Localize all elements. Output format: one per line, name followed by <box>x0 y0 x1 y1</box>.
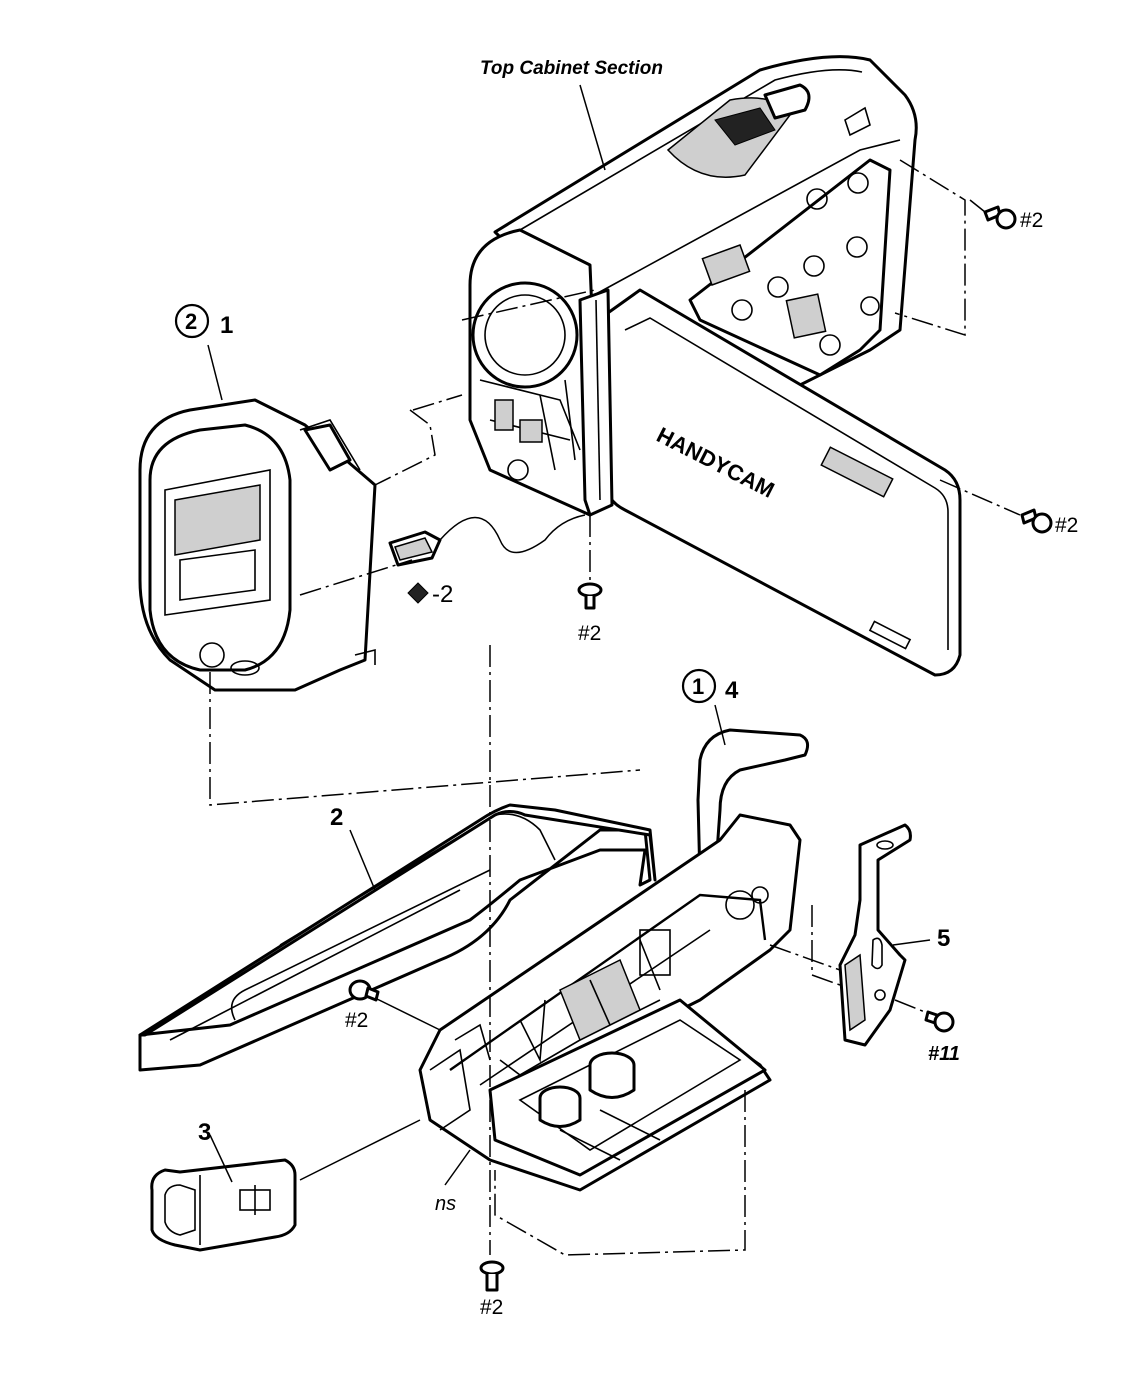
diamond-label: -2 <box>432 581 453 608</box>
screw-bottom <box>479 1260 505 1292</box>
screw-label-middle: #2 <box>578 622 601 645</box>
part-3-strap-clip <box>150 1158 297 1252</box>
screw-label-11: #11 <box>928 1043 960 1065</box>
diamond-marker-icon <box>407 582 429 604</box>
screw-11 <box>924 1010 955 1033</box>
section-title: Top Cabinet Section <box>480 58 663 79</box>
part-label-2: 2 <box>330 804 343 831</box>
screw-label-bottom: #2 <box>480 1296 503 1319</box>
ns-label: ns <box>435 1193 456 1215</box>
labels: Top Cabinet Section 2 1 1 4 2 3 5 -2 ns … <box>174 58 1078 1319</box>
screw-top-right <box>983 205 1017 230</box>
circle-label-1: 1 <box>692 674 704 699</box>
screw-lcd <box>1020 508 1053 534</box>
connector-part <box>388 514 586 604</box>
screws <box>348 205 1053 1292</box>
circle-marker-2 <box>174 303 210 339</box>
part-5-bracket <box>838 823 912 1047</box>
screw-label-top-right: #2 <box>1020 209 1043 232</box>
part-label-4: 4 <box>725 677 739 704</box>
top-cabinet-section: HANDYCAM <box>468 55 962 677</box>
part-1-front-cover <box>138 398 377 692</box>
dashed-assembly-lines <box>209 159 1021 1256</box>
part-label-5: 5 <box>937 925 950 952</box>
part-label-3: 3 <box>198 1119 211 1146</box>
part-label-1: 1 <box>220 312 233 339</box>
leader-lines <box>207 84 931 1186</box>
screw-label-left: #2 <box>345 1009 368 1032</box>
circle-marker-1 <box>681 668 717 704</box>
screw-label-lcd: #2 <box>1055 514 1078 537</box>
part-4-bottom-cabinet <box>418 728 810 1192</box>
screw-middle <box>577 582 603 610</box>
part-2-hand-strap <box>138 803 657 1072</box>
circle-label-2: 2 <box>185 309 197 334</box>
screw-left <box>348 979 380 1002</box>
